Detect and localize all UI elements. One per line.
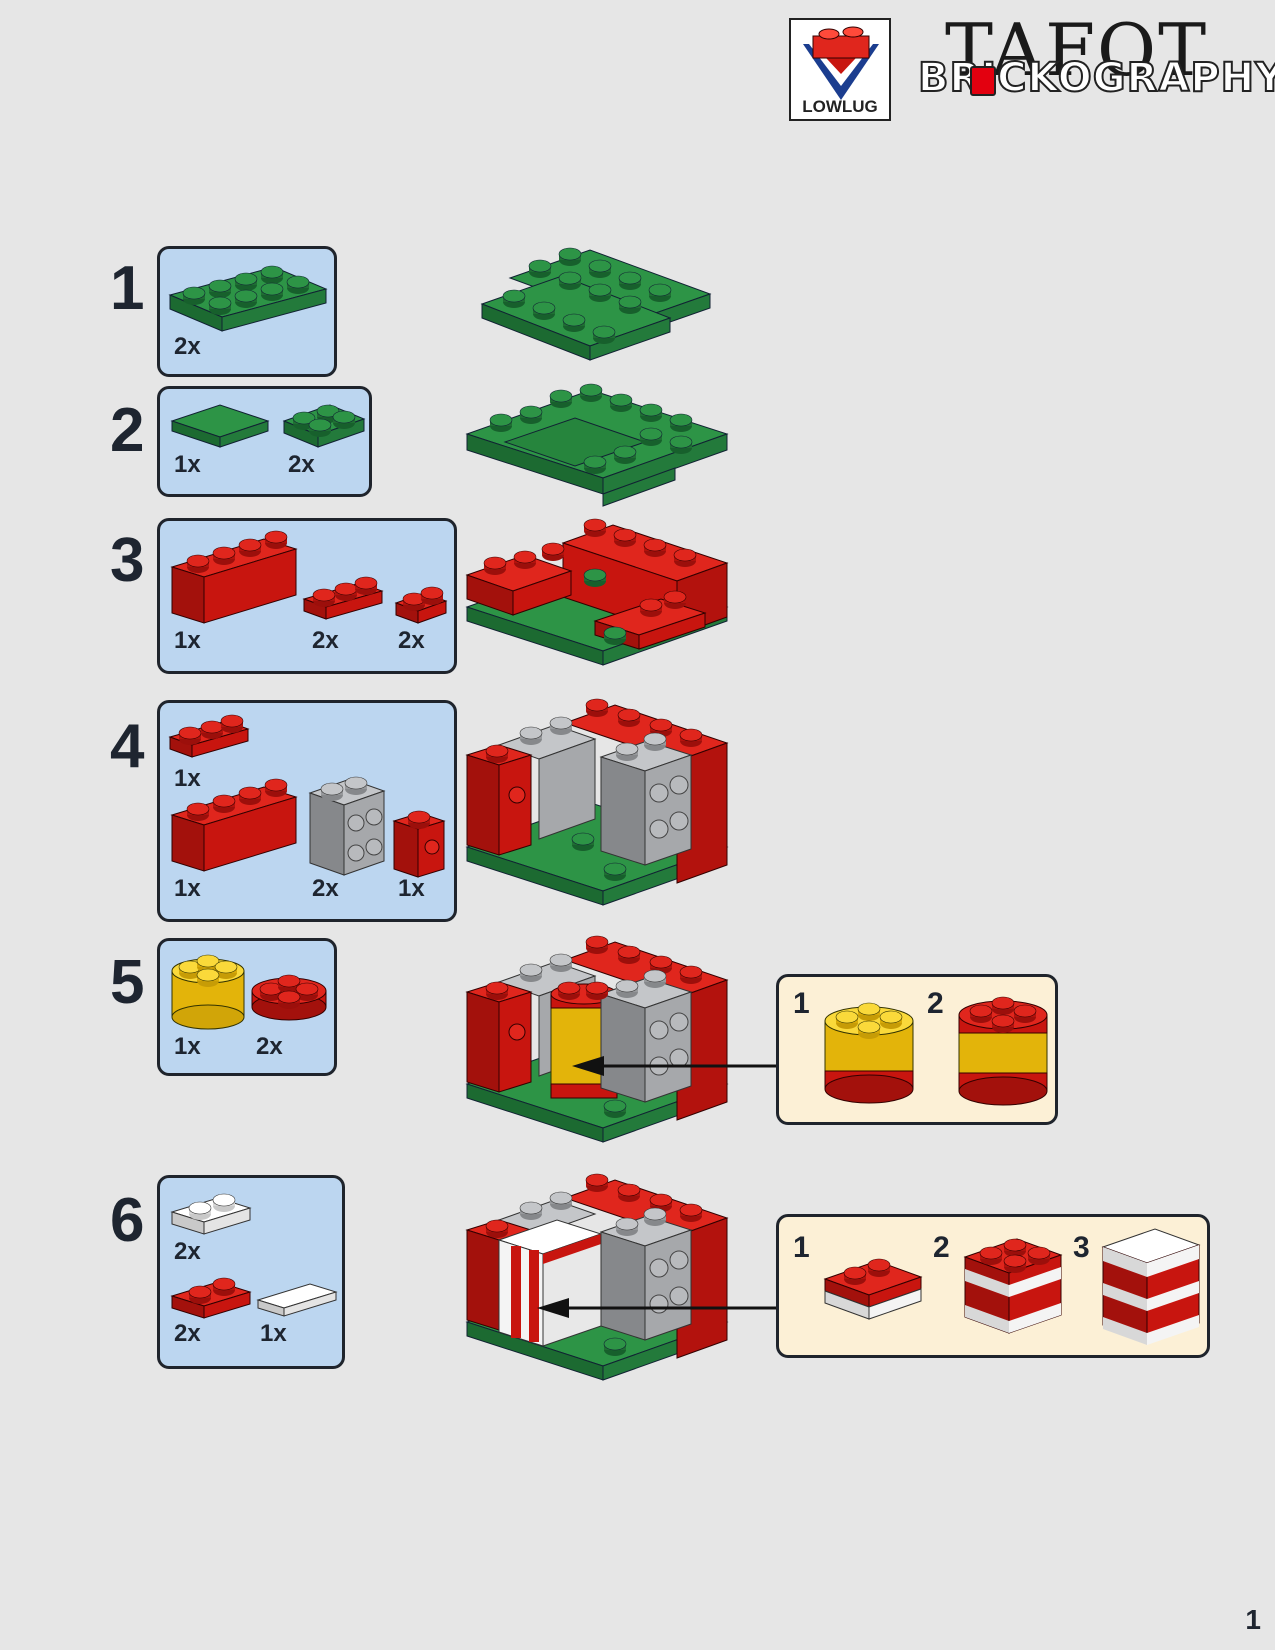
green-plate-2x2-icon: [282, 404, 366, 448]
sub-assembly-callout-step-5: 1 2: [776, 974, 1058, 1125]
quantity-label: 2x: [256, 1033, 283, 1060]
assembly-step-2-model: [465, 383, 729, 507]
step-number-4: 4: [110, 712, 145, 781]
sub-step-number: 2: [927, 987, 944, 1020]
assembly-step-5-model: [465, 935, 729, 1143]
callout-arrow-step-5: [572, 1056, 778, 1076]
lowlug-logo: LOWLUG: [789, 18, 891, 121]
parts-box-step-1: 2x: [157, 246, 337, 377]
sub-step-number: 3: [1073, 1231, 1090, 1264]
parts-box-step-6: 2x 2x 1x: [157, 1175, 345, 1369]
red-plate-1x2-icon: [394, 586, 448, 624]
quantity-label: 2x: [312, 627, 339, 654]
parts-box-step-4: 1x 1x 2x 1x: [157, 700, 457, 922]
red-plate-1x3-icon: [302, 576, 384, 620]
gray-brick-studs-on-side-icon: [308, 776, 386, 876]
callout-arrow-step-6: [537, 1298, 778, 1318]
white-plate-1x2-icon: [170, 1193, 252, 1235]
quantity-label: 2x: [174, 1320, 201, 1347]
red-white-plate-stack-icon: [823, 1258, 923, 1320]
brand-red-brick-icon: [970, 66, 996, 96]
quantity-label: 2x: [174, 1238, 201, 1265]
quantity-label: 1x: [174, 1033, 201, 1060]
step-number-5: 5: [110, 948, 145, 1017]
logo-text: LOWLUG: [802, 97, 878, 116]
white-tile-1x2-icon: [256, 1283, 338, 1317]
quantity-label: 1x: [398, 875, 425, 902]
quantity-label: 1x: [260, 1320, 287, 1347]
assembly-step-4-model: [465, 698, 729, 906]
red-brick-1x4-icon: [170, 778, 298, 872]
sub-step-number: 2: [933, 1231, 950, 1264]
parts-box-step-5: 1x 2x: [157, 938, 337, 1076]
assembly-step-3-model: [465, 518, 729, 666]
yellow-red-round-column-icon: [958, 996, 1048, 1106]
assembly-step-1-model: [480, 247, 712, 361]
quantity-label: 2x: [288, 451, 315, 478]
red-round-plate-2x2-icon: [251, 974, 327, 1021]
quantity-label: 1x: [174, 875, 201, 902]
quantity-label: 1x: [174, 765, 201, 792]
yellow-round-stack-icon: [824, 1002, 914, 1104]
page-number: 1: [1245, 1604, 1261, 1635]
red-white-tiled-stack-icon: [1101, 1228, 1201, 1345]
parts-box-step-3: 1x 2x 2x: [157, 518, 457, 674]
sub-assembly-callout-step-6: 1 2 3: [776, 1214, 1210, 1358]
red-white-striped-stack-icon: [963, 1238, 1063, 1334]
step-number-3: 3: [110, 526, 145, 595]
step-number-6: 6: [110, 1186, 145, 1255]
sub-step-number: 1: [793, 1231, 810, 1264]
red-brick-1x4-icon: [170, 530, 298, 624]
red-plate-1x2-icon: [170, 1277, 252, 1319]
quantity-label: 2x: [398, 627, 425, 654]
lowlug-brick-icon: [803, 26, 879, 100]
red-plate-1x3-icon: [168, 714, 250, 758]
sub-step-number: 1: [793, 987, 810, 1020]
green-plate-2x6-icon: [168, 265, 328, 332]
green-tile-2x2-icon: [170, 404, 270, 448]
step-number-2: 2: [110, 396, 145, 465]
step-number-1: 1: [110, 254, 145, 323]
quantity-label: 2x: [174, 333, 201, 360]
parts-box-step-2: 1x 2x: [157, 386, 372, 497]
assembly-step-6-model: [465, 1173, 729, 1381]
yellow-round-brick-2x2-icon: [171, 954, 245, 1030]
quantity-label: 2x: [312, 875, 339, 902]
quantity-label: 1x: [174, 451, 201, 478]
red-brick-stud-on-side-icon: [392, 810, 446, 878]
quantity-label: 1x: [174, 627, 201, 654]
